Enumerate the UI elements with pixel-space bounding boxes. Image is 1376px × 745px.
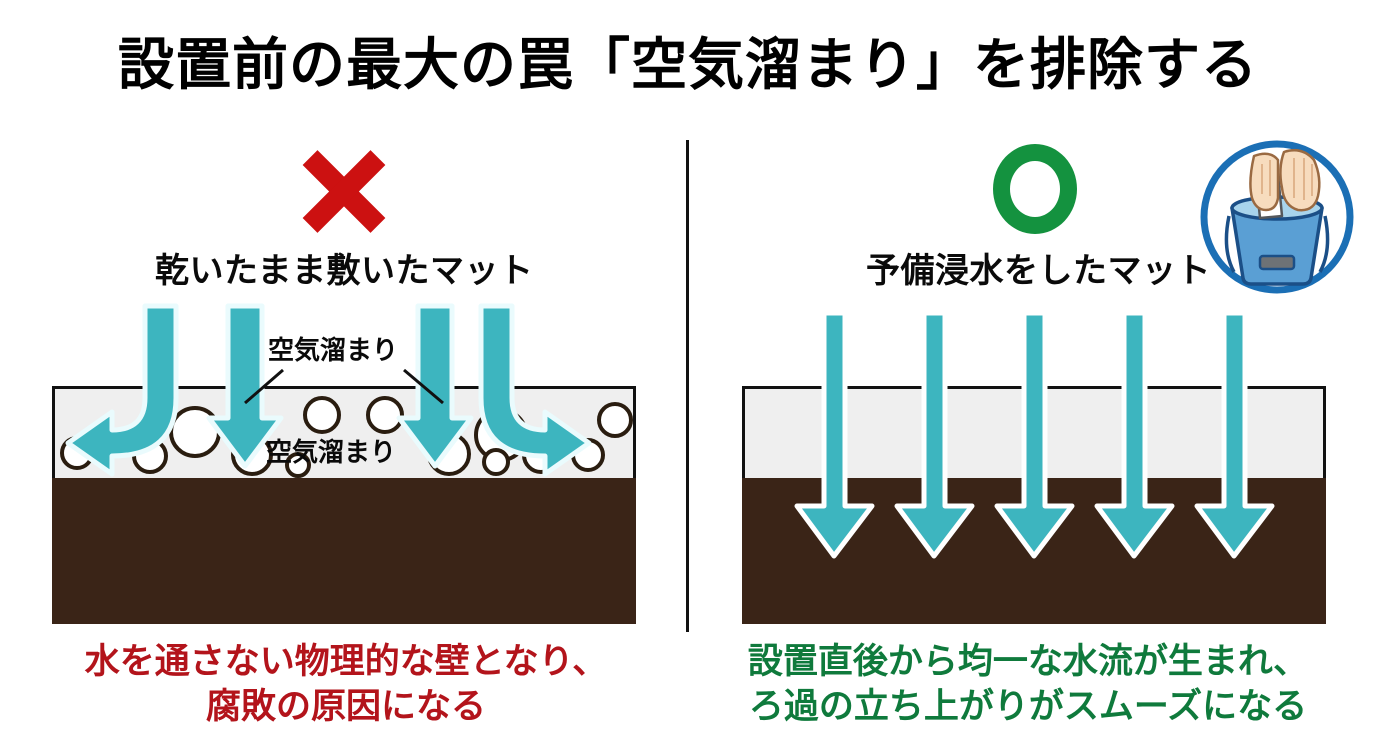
air-bubble: [597, 402, 633, 438]
air-bubble: [132, 438, 168, 474]
air-bubble: [366, 396, 404, 434]
panel-divider: [686, 140, 689, 632]
air-pocket-label-top: 空気溜まり: [268, 335, 399, 365]
right-soil-layer: [742, 478, 1326, 624]
right-cross-section: [742, 386, 1326, 624]
right-mat-layer: [742, 386, 1326, 478]
left-panel-subhead: 乾いたまま敷いたマット: [155, 252, 534, 290]
right-caption: 設置直後から均一な水流が生まれ、 ろ過の立ち上がりがスムーズになる: [718, 640, 1338, 730]
left-caption: 水を通さない物理的な壁となり、 腐敗の原因になる: [36, 640, 656, 730]
left-caption-line2: 腐敗の原因になる: [205, 686, 486, 726]
air-bubble: [169, 406, 221, 458]
air-bubble: [427, 432, 471, 476]
left-soil-layer: [52, 478, 636, 624]
air-bubble: [60, 436, 94, 470]
right-panel-subhead: 予備浸水をしたマット: [866, 252, 1211, 290]
air-bubble: [482, 448, 510, 476]
page-title: 設置前の最大の罠「空気溜まり」を排除する: [118, 33, 1258, 96]
air-bubble: [303, 396, 341, 434]
red-cross-icon: [296, 146, 392, 236]
air-bubble: [285, 452, 311, 478]
left-caption-line1: 水を通さない物理的な壁となり、: [84, 642, 608, 681]
right-caption-line1: 設置直後から均一な水流が生まれ、: [747, 642, 1309, 681]
green-circle-icon: [993, 144, 1077, 234]
right-caption-line2: ろ過の立ち上がりがスムーズになる: [748, 686, 1308, 726]
air-bubble: [522, 436, 560, 474]
left-cross-section: [52, 386, 636, 624]
air-pocket-label-mid: 空気溜まり: [266, 437, 397, 467]
bucket-soak-icon: [1198, 138, 1356, 296]
air-bubble: [571, 438, 605, 472]
air-bubble: [148, 400, 172, 424]
